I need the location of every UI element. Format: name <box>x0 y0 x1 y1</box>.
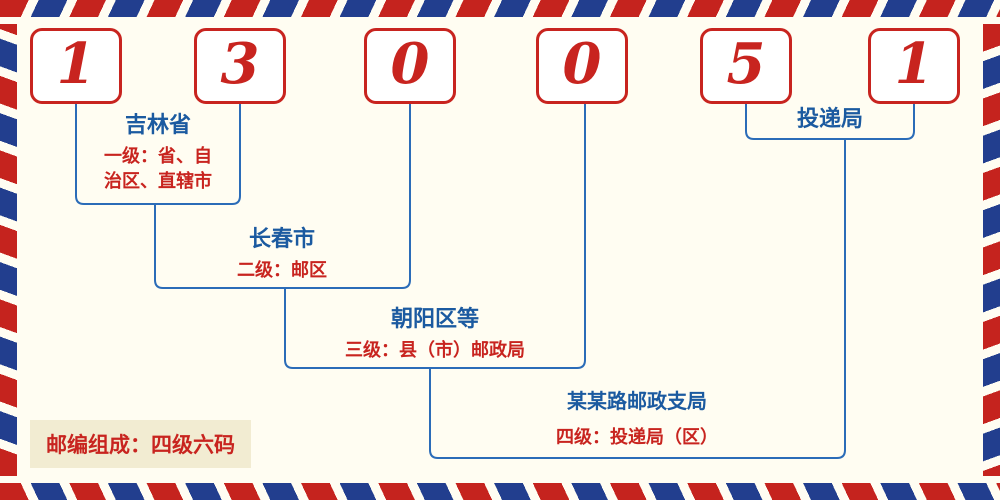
city-name: 长春市 <box>248 226 315 251</box>
label-county: 朝阳区等 三级：县（市）邮政局 <box>285 306 585 362</box>
label-province: 吉林省 一级：省、自 治区、直辖市 <box>76 112 240 192</box>
digit-5: 5 <box>726 31 766 97</box>
delivery-name: 投递局 <box>796 106 863 131</box>
airmail-border-left <box>0 24 17 476</box>
label-delivery: 投递局 <box>746 106 914 132</box>
digit-4: 0 <box>562 31 602 97</box>
digit-box-1: 1 <box>30 28 122 104</box>
digit-box-5: 5 <box>700 28 792 104</box>
county-level-desc: 三级：县（市）邮政局 <box>345 340 525 361</box>
digit-1: 1 <box>56 31 96 97</box>
city-level-desc: 二级：邮区 <box>237 260 327 281</box>
label-branch: 某某路邮政支局 四级：投递局（区） <box>487 390 787 449</box>
branch-name: 某某路邮政支局 <box>567 391 707 413</box>
digit-2: 3 <box>220 31 260 97</box>
label-city: 长春市 二级：邮区 <box>157 226 407 282</box>
digit-6: 1 <box>894 31 934 97</box>
province-level-desc-line2: 治区、直辖市 <box>104 170 212 191</box>
digit-box-4: 0 <box>536 28 628 104</box>
airmail-border-right <box>983 24 1000 476</box>
province-level-desc-line1: 一级：省、自 <box>104 146 212 167</box>
airmail-border-bottom <box>0 483 1000 500</box>
digit-box-2: 3 <box>194 28 286 104</box>
county-name: 朝阳区等 <box>390 306 479 331</box>
digit-box-3: 0 <box>364 28 456 104</box>
branch-level-desc: 四级：投递局（区） <box>556 427 718 447</box>
composition-note: 邮编组成：四级六码 <box>30 420 251 468</box>
digit-box-6: 1 <box>868 28 960 104</box>
province-name: 吉林省 <box>124 112 191 137</box>
airmail-border-top <box>0 0 1000 17</box>
digit-3: 0 <box>390 31 430 97</box>
